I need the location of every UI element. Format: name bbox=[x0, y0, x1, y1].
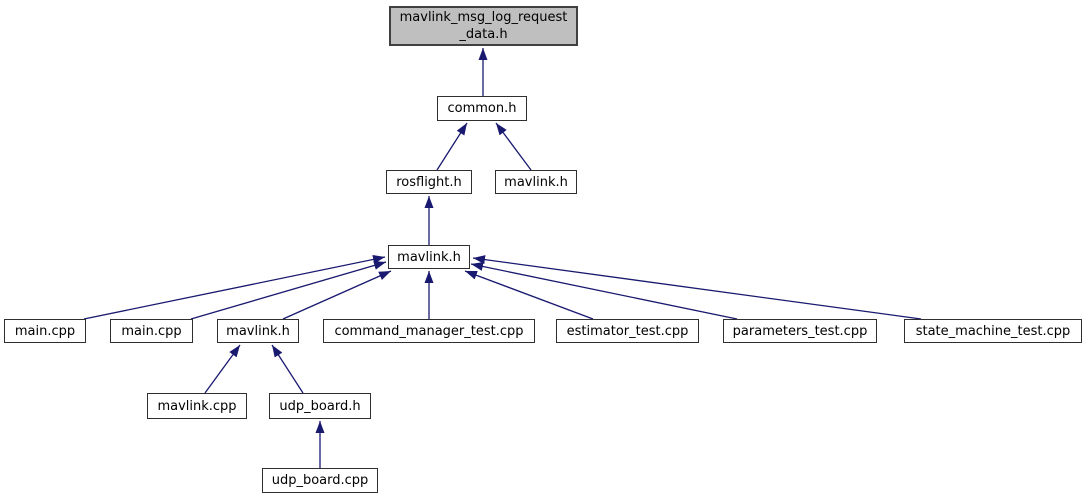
node-mavlink-h-hub[interactable]: mavlink.h bbox=[388, 245, 470, 269]
node-label: mavlink.h bbox=[226, 323, 290, 339]
node-label: udp_board.h bbox=[279, 398, 361, 414]
node-label: mavlink.h bbox=[397, 249, 461, 265]
node-label: estimator_test.cpp bbox=[566, 323, 689, 339]
node-udp-board-cpp[interactable]: udp_board.cpp bbox=[262, 468, 378, 493]
node-label: command_manager_test.cpp bbox=[334, 323, 524, 339]
edge-state-test-to-hub bbox=[472, 255, 922, 320]
node-main-cpp-b[interactable]: main.cpp bbox=[110, 319, 193, 343]
node-mavlink-msg-log-request-data-h: mavlink_msg_log_request _data.h bbox=[389, 6, 578, 46]
edge-estimator-test-to-hub bbox=[464, 270, 594, 320]
edge-udp-board-h-to-mavlink-l4 bbox=[271, 344, 304, 394]
node-label: state_machine_test.cpp bbox=[915, 323, 1071, 339]
edge-mavlink-l4-to-hub bbox=[282, 270, 392, 320]
node-label: udp_board.cpp bbox=[271, 473, 369, 488]
node-mavlink-cpp[interactable]: mavlink.cpp bbox=[147, 393, 247, 419]
edge-main-b-to-hub bbox=[190, 261, 387, 320]
root-label-line2: _data.h bbox=[459, 27, 508, 42]
node-label: mavlink.h bbox=[504, 174, 568, 190]
node-mavlink-h-level4[interactable]: mavlink.h bbox=[217, 319, 299, 343]
node-common-h[interactable]: common.h bbox=[437, 96, 527, 121]
node-rosflight-h[interactable]: rosflight.h bbox=[386, 170, 472, 194]
edge-rosflight-to-common bbox=[436, 122, 468, 171]
node-udp-board-h[interactable]: udp_board.h bbox=[269, 393, 371, 419]
root-label-line1: mavlink_msg_log_request bbox=[399, 10, 568, 25]
edge-mavlink-cpp-to-mavlink-l4 bbox=[204, 344, 241, 394]
node-parameters-test-cpp[interactable]: parameters_test.cpp bbox=[723, 319, 877, 343]
node-main-cpp-a[interactable]: main.cpp bbox=[4, 319, 86, 343]
edge-mavlink-l2-to-common bbox=[495, 122, 532, 171]
edge-parameters-test-to-hub bbox=[470, 262, 738, 320]
node-state-machine-test-cpp[interactable]: state_machine_test.cpp bbox=[904, 319, 1082, 343]
node-label: main.cpp bbox=[14, 323, 76, 339]
node-command-manager-test-cpp[interactable]: command_manager_test.cpp bbox=[323, 319, 535, 343]
node-estimator-test-cpp[interactable]: estimator_test.cpp bbox=[556, 319, 699, 343]
node-label: common.h bbox=[447, 101, 517, 116]
node-label: mavlink.cpp bbox=[157, 398, 237, 414]
node-mavlink-h-level2[interactable]: mavlink.h bbox=[495, 170, 577, 194]
node-label: main.cpp bbox=[121, 323, 182, 339]
node-label: parameters_test.cpp bbox=[732, 323, 868, 339]
node-label: rosflight.h bbox=[396, 174, 462, 190]
edge-main-a-to-hub bbox=[83, 255, 386, 320]
